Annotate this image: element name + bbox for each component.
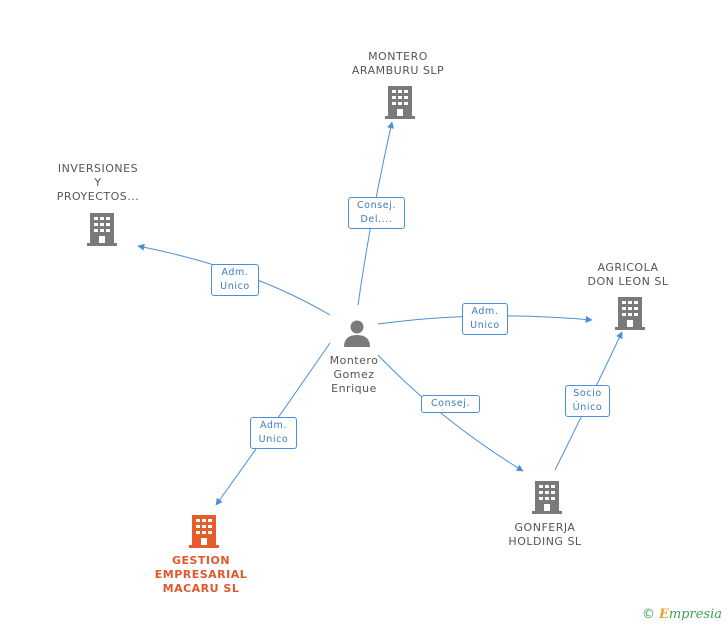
company-label-gestion[interactable]: GESTION EMPRESARIAL MACARU SL bbox=[154, 554, 248, 595]
copyright-symbol: © bbox=[641, 607, 655, 622]
brand-name: mpresia bbox=[668, 607, 722, 622]
person-icon[interactable] bbox=[342, 318, 372, 348]
building-icon[interactable] bbox=[531, 480, 563, 514]
edge-label-to-inversiones: Adm. Unico bbox=[211, 264, 259, 296]
company-label-gonferja[interactable]: GONFERJA HOLDING SL bbox=[508, 521, 582, 548]
person-label[interactable]: Montero Gomez Enrique bbox=[329, 354, 379, 395]
edge-label-to-agricola: Adm. Unico bbox=[462, 303, 508, 335]
edge-label-to-gonferja: Consej. bbox=[421, 395, 480, 413]
building-icon-highlighted[interactable] bbox=[188, 514, 220, 548]
edge-label-to-montero-aramburu: Consej. Del.... bbox=[348, 197, 405, 229]
edge-label-to-gestion: Adm. Unico bbox=[250, 417, 297, 449]
brand-initial: E bbox=[658, 607, 669, 622]
edge-to-gonferja bbox=[377, 354, 524, 472]
company-label-agricola[interactable]: AGRICOLA DON LEON SL bbox=[587, 261, 669, 288]
empresia-logo: ©Empresia bbox=[642, 607, 722, 622]
building-icon[interactable] bbox=[384, 85, 416, 119]
edge-label-gonferja-to-agricola: Socio Único bbox=[565, 385, 610, 417]
building-icon[interactable] bbox=[614, 296, 646, 330]
company-label-montero-aramburu[interactable]: MONTERO ARAMBURU SLP bbox=[351, 50, 445, 77]
building-icon[interactable] bbox=[86, 212, 118, 246]
company-label-inversiones[interactable]: INVERSIONES Y PROYECTOS... bbox=[56, 162, 140, 203]
